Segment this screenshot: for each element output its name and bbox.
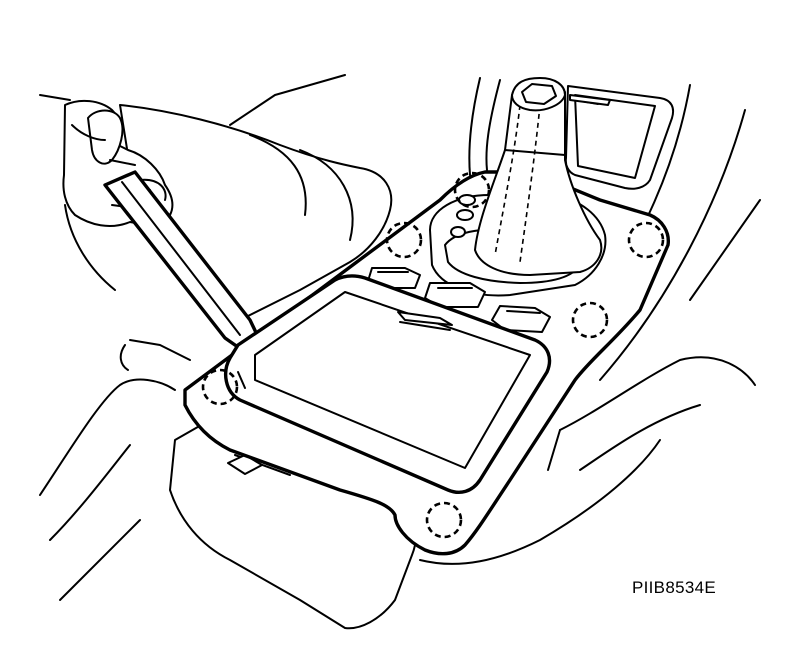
interior-background-lines — [39, 74, 761, 630]
shift-boot — [474, 77, 603, 276]
clip-locations — [201, 171, 665, 539]
rear-tray — [564, 85, 675, 190]
figure-code-label: PIIB8534E — [632, 578, 716, 597]
clip-marker-right-rear — [627, 221, 665, 259]
clip-marker-left-rear — [385, 221, 423, 259]
clip-marker-center-rear — [453, 171, 491, 209]
clip-marker-right-front — [425, 501, 463, 539]
clip-marker-right-middle — [571, 301, 609, 339]
clip-marker-left-front — [201, 368, 239, 406]
